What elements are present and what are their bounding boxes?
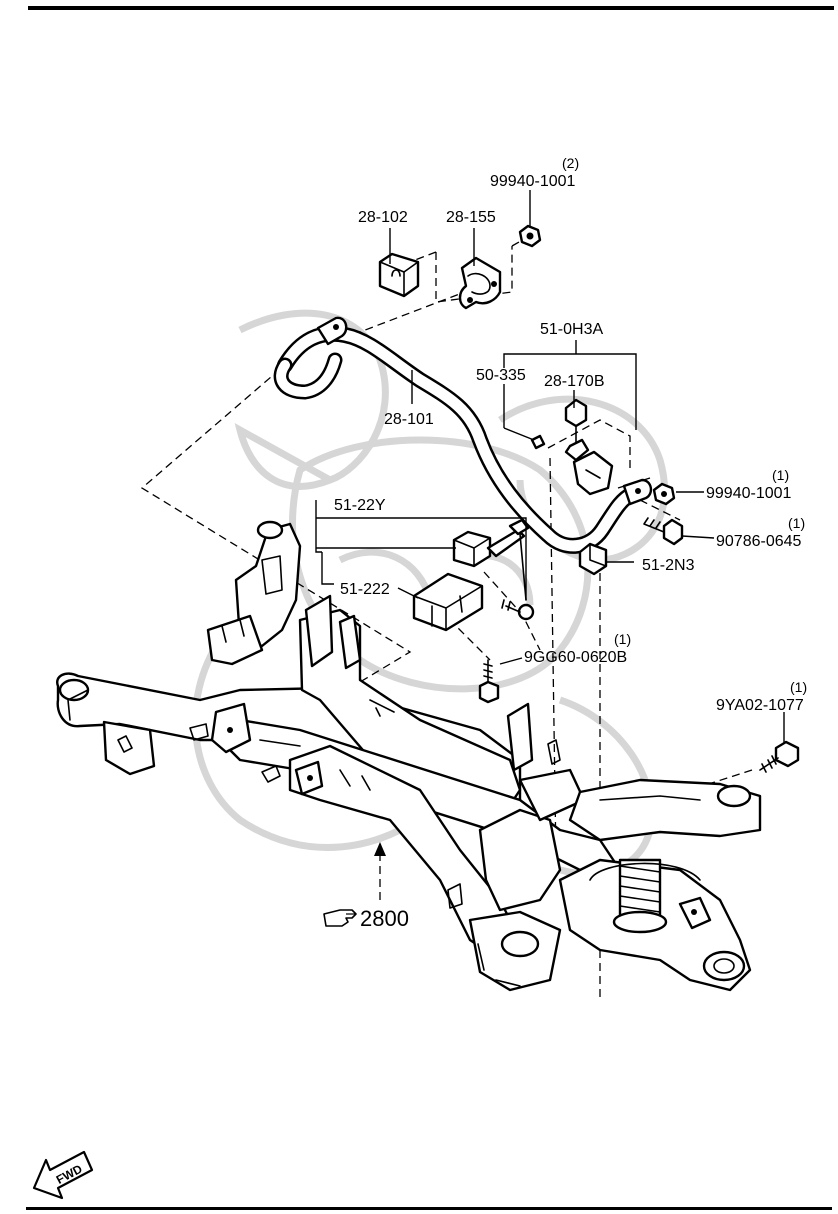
- bracket-28-155: [458, 256, 502, 310]
- stabilizer-bar: [273, 316, 653, 554]
- bottom-border: [26, 1207, 832, 1210]
- label-99940-1001-top: 99940-1001: [490, 173, 576, 190]
- top-border: [28, 6, 834, 10]
- reference-2800[interactable]: 2800: [323, 842, 409, 931]
- leader-lines: [315, 190, 785, 744]
- crossmember: [56, 520, 762, 992]
- label-9GG60-0620B: 9GG60-0620B: [524, 649, 627, 666]
- label-99940-1001-right: 99940-1001: [706, 485, 792, 502]
- label-9YA02-1077: 9YA02-1077: [716, 697, 804, 714]
- label-51-22Y: 51-22Y: [334, 497, 386, 514]
- label-28-170B: 28-170B: [544, 373, 605, 390]
- bolt-9GG60: [478, 659, 500, 704]
- qty-9YA02: (1): [790, 679, 807, 695]
- bolt-90786: [643, 517, 684, 546]
- label-51-2N3: 51-2N3: [642, 557, 695, 574]
- part-labels: (2) 99940-1001 28-102 28-155 51-0H3A 50-…: [334, 155, 807, 714]
- qty-99940-top: (2): [562, 155, 579, 171]
- fwd-arrow-icon: FWD: [32, 1150, 94, 1200]
- nut-right: [652, 482, 676, 506]
- bushing-51-2N3: [578, 542, 608, 576]
- bushing-28-102: [378, 252, 420, 298]
- stabilizer-link: [530, 398, 614, 496]
- label-28-102: 28-102: [358, 209, 408, 226]
- qty-99940-right: (1): [772, 467, 789, 483]
- label-51-222: 51-222: [340, 581, 390, 598]
- sensor-bracket-51-222: [412, 572, 484, 632]
- label-50-335: 50-335: [476, 367, 526, 384]
- bolt-9YA02: [759, 740, 800, 773]
- label-28-155: 28-155: [446, 209, 496, 226]
- label-28-101: 28-101: [384, 411, 434, 428]
- qty-90786: (1): [788, 515, 805, 531]
- label-51-0H3A: 51-0H3A: [540, 321, 603, 338]
- height-sensor-51-22Y: [452, 518, 535, 621]
- qty-9GG60: (1): [614, 631, 631, 647]
- reference-2800-label: 2800: [360, 906, 409, 931]
- pointing-hand-icon: [323, 909, 357, 927]
- nut-top: [518, 224, 542, 248]
- label-90786-0645: 90786-0645: [716, 533, 802, 550]
